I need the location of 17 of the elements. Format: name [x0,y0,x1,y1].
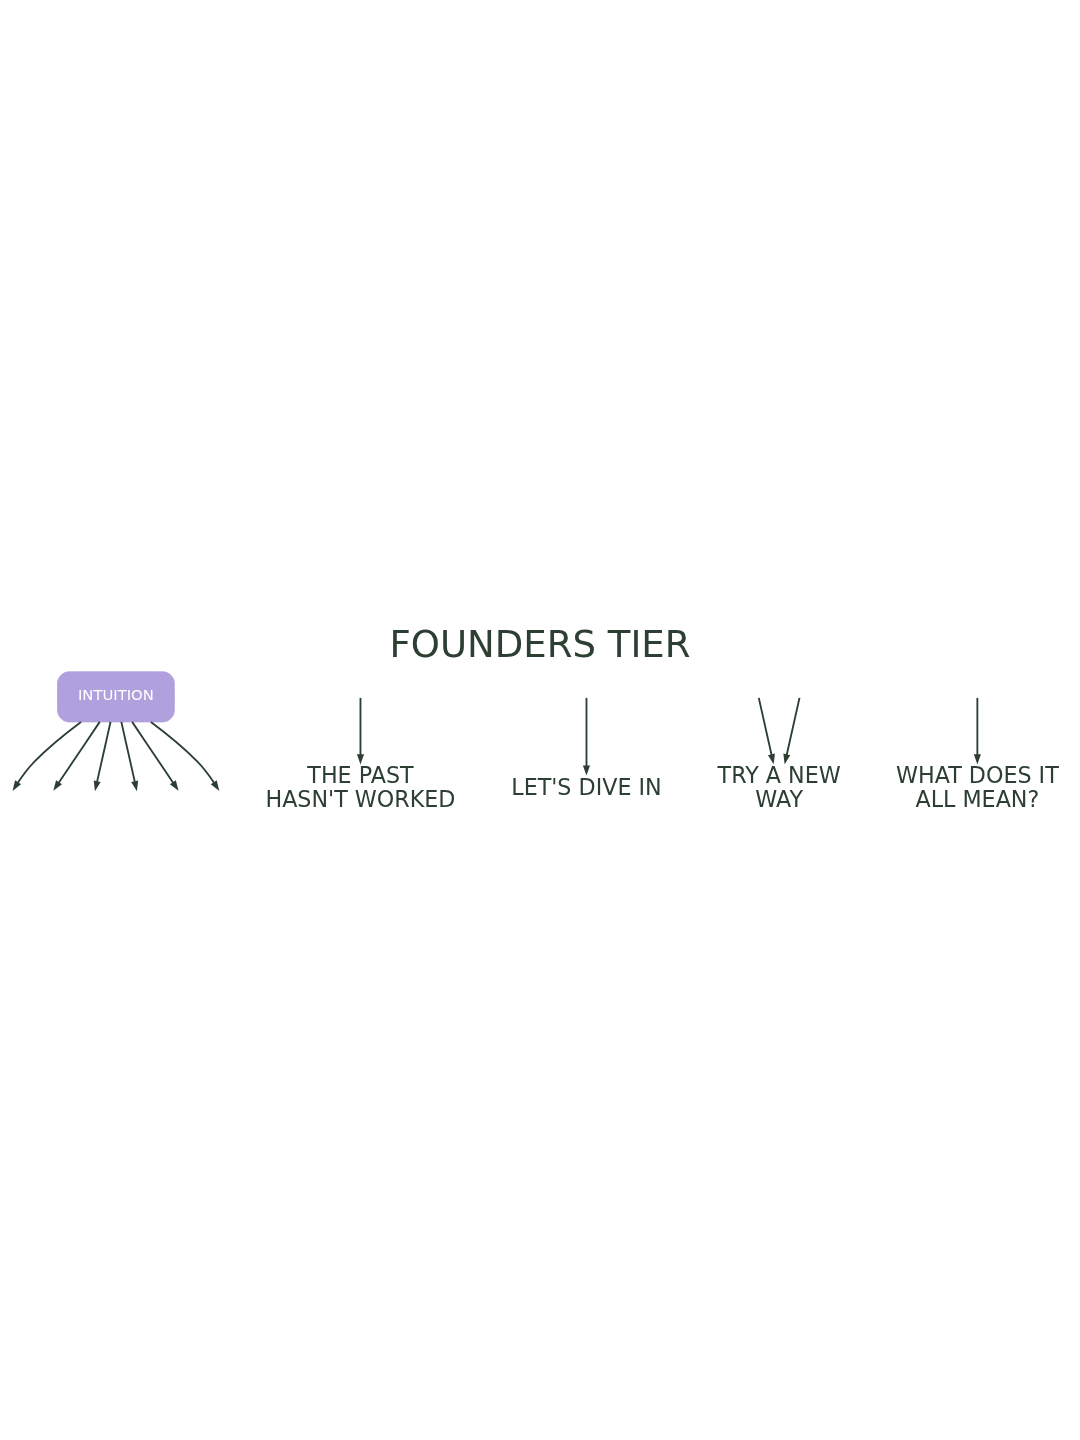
arrow [12,720,82,791]
arrow [757,696,775,764]
arrow [131,720,179,791]
node-text: LET'S DIVE IN [511,773,662,800]
node-text: THE PAST HASN'T WORKED [265,761,456,812]
arrow [783,696,801,764]
arrow [93,720,112,791]
arrow [120,720,139,791]
arrow [582,696,591,776]
arrow [356,696,365,764]
arrow [53,720,101,791]
node-text: TRY A NEW WAY [717,761,841,812]
diagram-title: FOUNDERS TIER [389,622,691,666]
node-box: INTUITION [57,670,175,722]
arrow [973,696,981,764]
node-text: WHAT DOES IT ALL MEAN? [896,761,1059,812]
arrow [149,720,220,791]
